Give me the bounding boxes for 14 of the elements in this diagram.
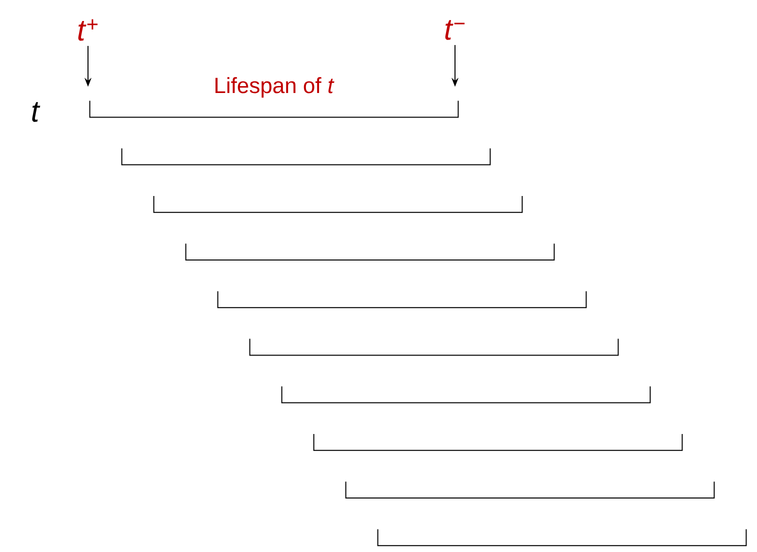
lifespan-bracket <box>345 481 715 498</box>
lifespan-bracket <box>185 243 555 260</box>
time-label: t$^{−}$ <box>445 20 465 40</box>
lifespan-bracket <box>121 148 491 166</box>
lifespan-bracket <box>217 290 587 308</box>
lifespan-bracket <box>153 196 523 213</box>
lifespan-bracket <box>313 434 683 451</box>
lifespan-bracket <box>377 528 747 546</box>
lifespan-bracket <box>281 386 651 404</box>
lifespan-label: Lifespan of t <box>216 77 334 98</box>
time-label: t <box>32 102 40 122</box>
lifespan-bracket <box>249 338 619 356</box>
lifespan-bracket <box>89 100 459 118</box>
time-label: t$^{+}$ <box>78 19 98 41</box>
